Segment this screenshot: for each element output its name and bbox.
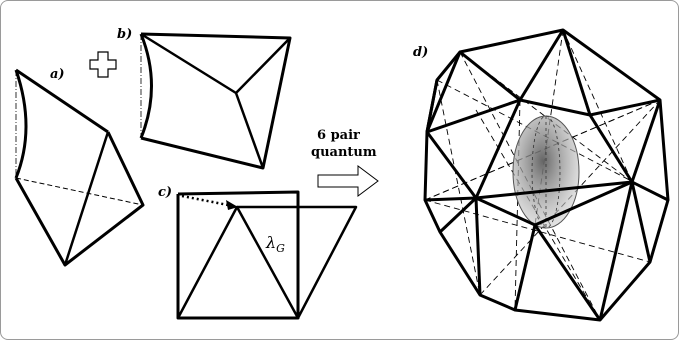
panel-d-label: d) [413,45,428,60]
panel-b-shape [139,32,292,170]
panel-b-label: b) [117,27,132,42]
panel-c-dotted-arrow [181,194,238,210]
panel-a-shape [14,68,145,267]
plus-icon [89,51,117,78]
transition-caption-line2: quantum [311,145,377,160]
panel-c-label: c) [158,185,172,200]
lambda-subscript: G [276,242,285,255]
lambda-g-symbol: λG [265,233,285,255]
panel-a-label: a) [50,67,65,82]
panel-c-shape [176,190,358,320]
lambda-symbol: λ [265,233,276,252]
transition-caption-line1: 6 pair [317,128,360,143]
hollow-right-arrow-icon [317,165,379,197]
ellipsoid-inner-lines [531,115,561,229]
panel-d-polyhedron [423,28,670,322]
